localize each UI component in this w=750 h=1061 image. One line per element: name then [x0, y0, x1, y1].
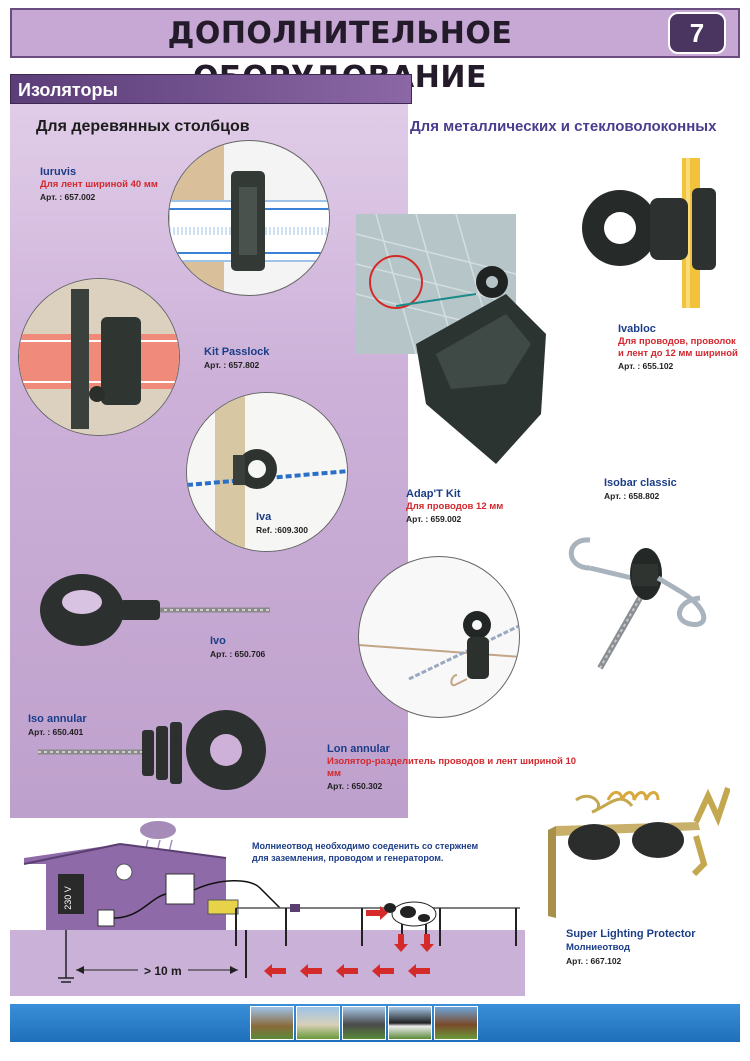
footer-photo-cow	[388, 1006, 432, 1040]
product-art: Ref. :609.300	[256, 525, 308, 535]
lon-annular-illustration	[359, 611, 519, 687]
product-art: Арт. : 667.102	[566, 956, 622, 966]
photo-iva	[186, 392, 348, 552]
product-iso-annular: Iso annular Арт. : 650.401	[28, 712, 148, 738]
product-name: Isobar classic	[604, 477, 677, 489]
photo-iso-annular	[38, 710, 266, 790]
kit-passlock-illustration	[19, 279, 179, 435]
product-name: Iva	[256, 511, 272, 523]
cow-icon	[384, 901, 437, 938]
subtitle-wood-posts: Для деревянных столбцов	[36, 118, 250, 135]
product-art: Арт. : 657.002	[40, 192, 96, 202]
product-name: Ivabloc	[618, 323, 656, 335]
product-ivabloc: Ivabloc Для проводов, проволок и лент до…	[618, 322, 744, 372]
product-name: Adap'T Kit	[406, 488, 461, 500]
photo-ivabloc	[582, 158, 716, 308]
product-name: Iuruvis	[40, 166, 77, 178]
product-art: Арт. : 650.401	[28, 727, 84, 737]
photo-lon-annular	[358, 556, 520, 718]
cloud-icon	[140, 821, 176, 839]
footer-photo-cattle	[250, 1006, 294, 1040]
product-art: Арт. : 650.706	[210, 649, 266, 659]
voltage-label: 230 V	[63, 886, 73, 910]
photo-isobar-classic	[568, 537, 707, 670]
product-lon-annular: Lon annular Изолятор-разделитель проводо…	[327, 742, 587, 792]
power-unit-icon	[58, 874, 84, 914]
product-desc: Для лент шириной 40 мм	[40, 179, 158, 190]
photo-iuruvis	[168, 140, 330, 296]
iuruvis-illustration	[169, 141, 329, 295]
page-title: ДОПОЛНИТЕЛЬНОЕ ОБОРУДОВАНИЕ	[167, 16, 513, 95]
footer-photo-horse	[434, 1006, 478, 1040]
product-art: Арт. : 658.802	[604, 491, 660, 501]
lightning-protector-icon	[207, 899, 239, 915]
footer-photo-sheep	[296, 1006, 340, 1040]
product-kit-passlock: Kit Passlock Арт. : 657.802	[204, 345, 324, 371]
photo-ivo	[40, 574, 270, 646]
section-title: Изоляторы	[18, 80, 118, 100]
distance-label: > 10 m	[138, 964, 188, 978]
product-name: Lon annular	[327, 743, 390, 755]
photo-kit-passlock	[18, 278, 180, 436]
product-art: Арт. : 650.302	[327, 781, 383, 791]
product-iva: Iva Ref. :609.300	[256, 510, 346, 536]
product-art: Арт. : 655.102	[618, 361, 674, 371]
iva-illustration	[187, 393, 347, 551]
product-adapt-kit: Adap'T Kit Для проводов 12 мм Арт. : 659…	[406, 487, 556, 525]
lamp-icon	[115, 863, 133, 881]
product-name: Ivo	[210, 635, 226, 647]
product-art: Арт. : 659.002	[406, 514, 462, 524]
product-name: Super Lighting Protector	[566, 928, 696, 940]
product-iuruvis: Iuruvis Для лент шириной 40 мм Арт. : 65…	[40, 165, 180, 203]
page-number: 7	[668, 12, 726, 54]
product-art: Арт. : 657.802	[204, 360, 260, 370]
diagram-illustration: 230 V	[23, 821, 520, 983]
current-arrows	[264, 906, 434, 978]
photo-adapt-kit	[356, 214, 546, 464]
photo-super-lighting-protector	[548, 787, 730, 918]
diagram-note: Молниеотвод необходимо соеденить со стер…	[252, 841, 479, 863]
product-ivo: Ivo Арт. : 650.706	[210, 634, 300, 660]
energizer-icon	[165, 873, 195, 905]
section-bar	[10, 74, 412, 104]
product-super-lighting-protector: Super Lighting Protector Молниеотвод Арт…	[566, 927, 742, 967]
product-isobar-classic: Isobar classic Арт. : 658.802	[604, 476, 734, 502]
product-desc: Молниеотвод	[566, 942, 631, 953]
product-desc: Изолятор-разделитель проводов и лент шир…	[327, 756, 577, 779]
footer-photo-boar	[342, 1006, 386, 1040]
socket-icon	[97, 909, 115, 927]
header-bar	[10, 8, 740, 58]
product-desc: Для проводов, проволок и лент до 12 мм ш…	[618, 336, 738, 359]
product-name: Kit Passlock	[204, 346, 270, 358]
product-desc: Для проводов 12 мм	[406, 501, 504, 512]
product-name: Iso annular	[28, 713, 87, 725]
subtitle-metal-posts: Для металлических и стекловолоконных	[410, 118, 717, 135]
